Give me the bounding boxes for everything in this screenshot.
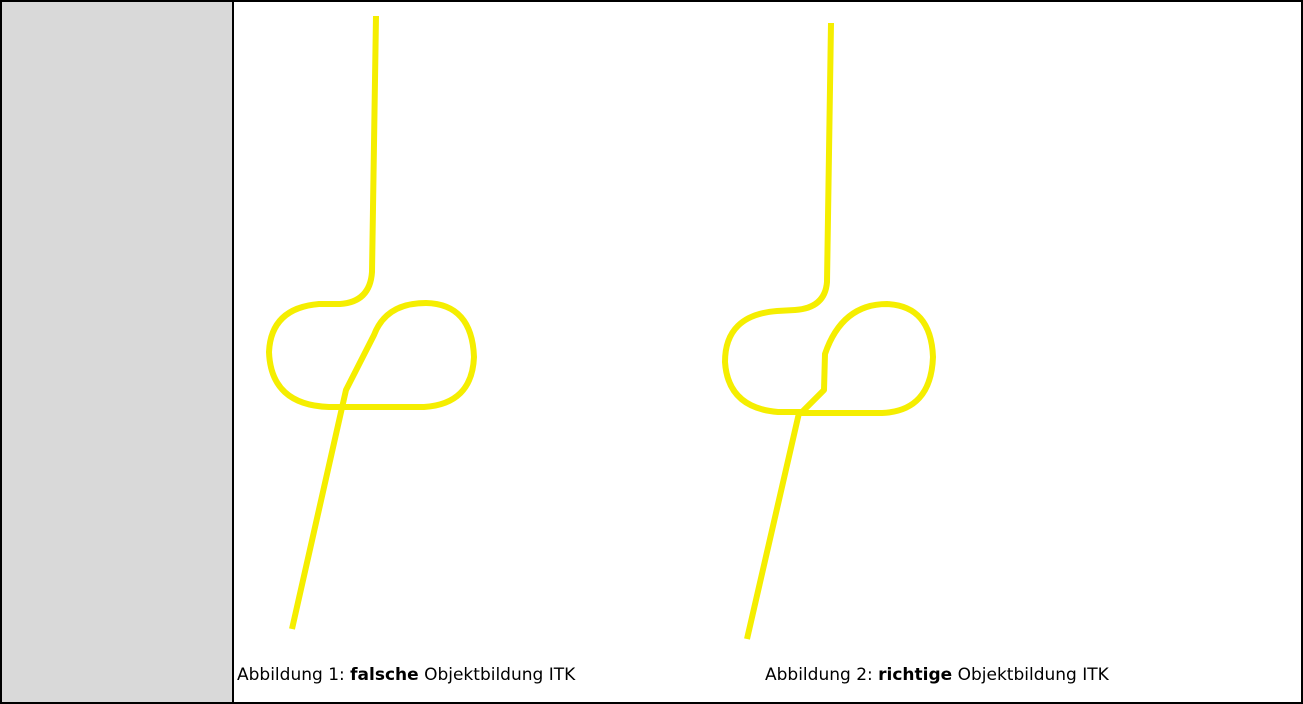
figure-1: Abbildung 1: falsche Objektbildung ITK: [234, 2, 734, 702]
figure-2-diagram: [722, 22, 936, 640]
figure-2-caption-prefix: Abbildung 2:: [765, 665, 879, 685]
figure-1-diagram: [266, 15, 477, 630]
figure-1-caption-prefix: Abbildung 1:: [237, 665, 351, 685]
figure-2-caption: Abbildung 2: richtige Objektbildung ITK: [765, 664, 1109, 686]
left-empty-cell: [2, 2, 234, 702]
figure-2-caption-emphasis: richtige: [878, 665, 953, 685]
figure-1-caption: Abbildung 1: falsche Objektbildung ITK: [237, 664, 575, 686]
figure-2-caption-suffix: Objektbildung ITK: [952, 665, 1109, 685]
figure-1-caption-suffix: Objektbildung ITK: [418, 665, 576, 685]
figure-2-track-line: [722, 22, 936, 640]
figure-1-track-line: [266, 15, 477, 630]
figure-1-caption-emphasis: falsche: [350, 665, 419, 685]
figure-2: Abbildung 2: richtige Objektbildung ITK: [702, 2, 1262, 702]
